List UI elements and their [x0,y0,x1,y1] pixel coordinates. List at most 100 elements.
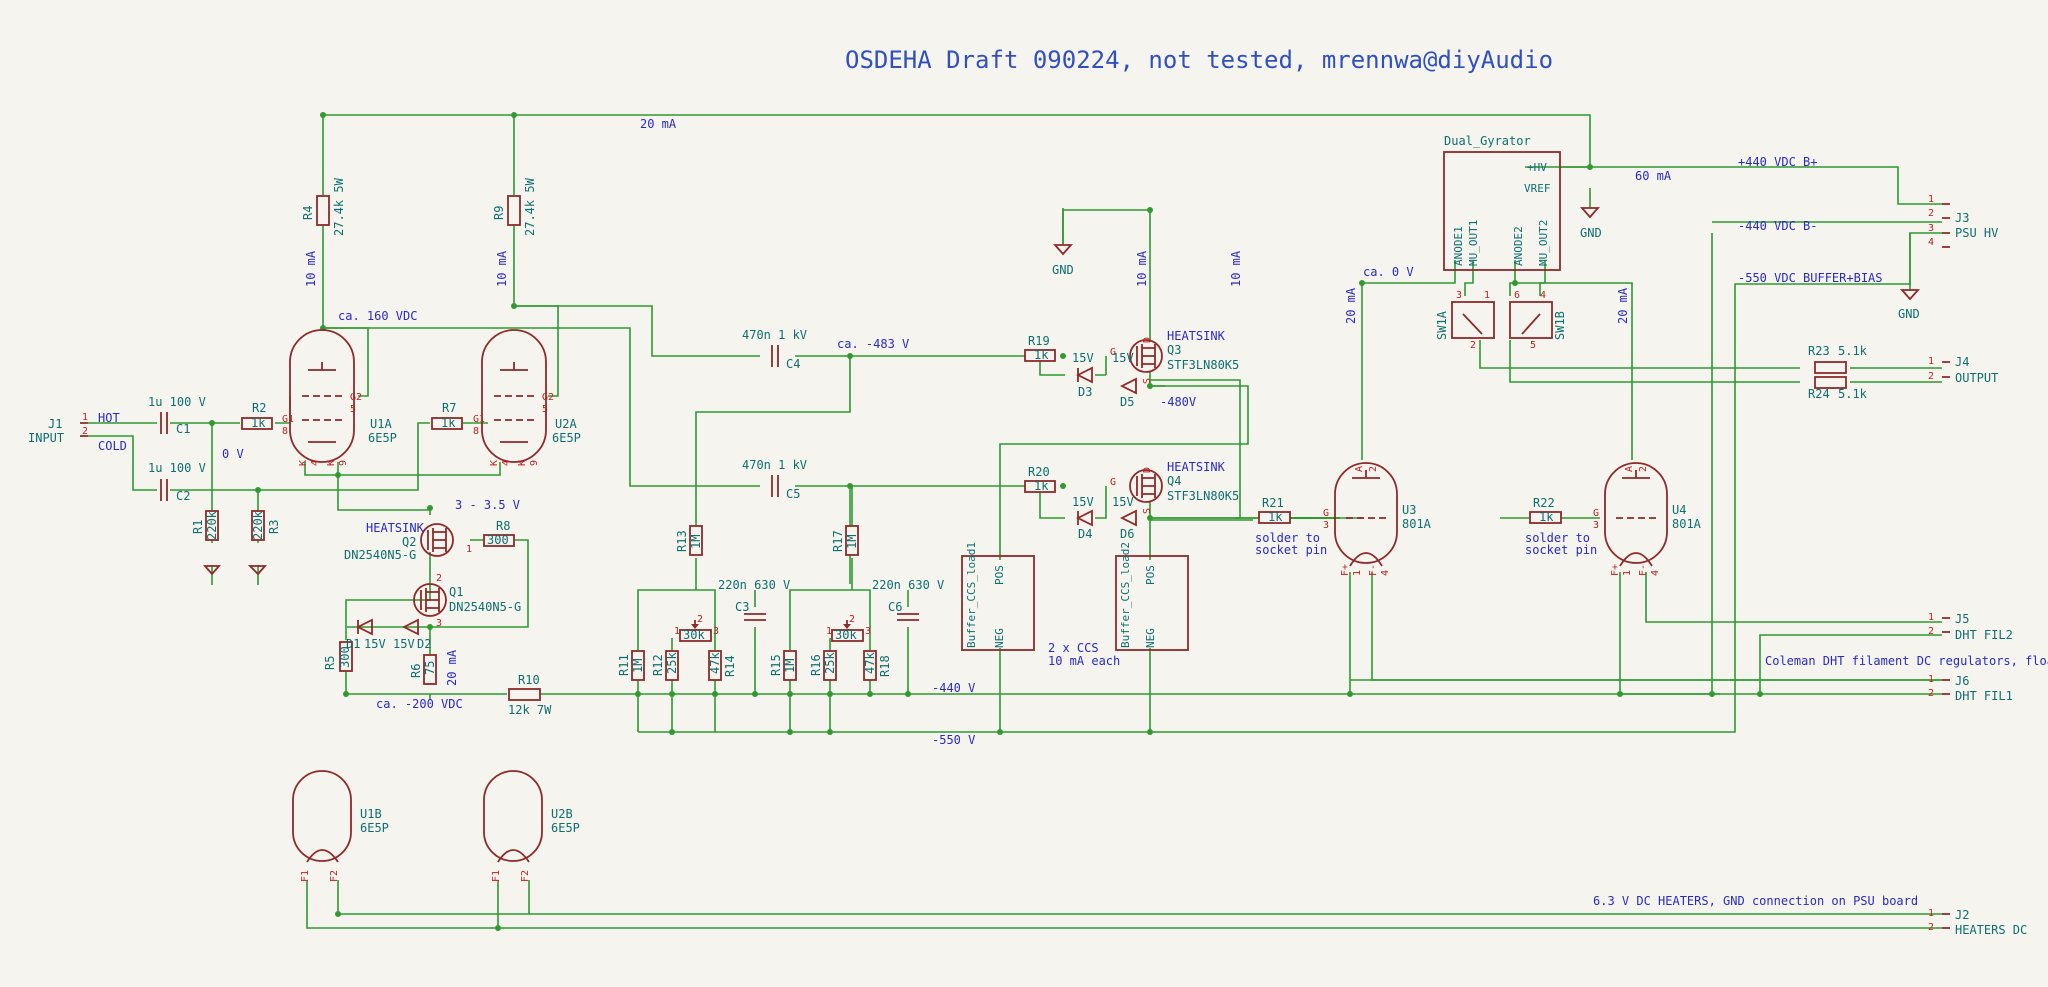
svg-text:J4: J4 [1955,355,1969,369]
svg-text:U1B: U1B [360,807,382,821]
resistor-r7: R7 1k [431,401,463,430]
svg-text:6E5P: 6E5P [552,431,581,445]
gnd-label-2: GND [1580,226,1602,240]
svg-text:R22: R22 [1533,496,1555,510]
note-ccs-1: 2 x CCS [1048,641,1099,655]
net-10ma-r9: 10 mA [495,250,509,287]
svg-text:DHT FIL1: DHT FIL1 [1955,689,2013,703]
svg-text:DN2540N5-G: DN2540N5-G [449,600,521,614]
svg-text:4: 4 [310,460,321,466]
svg-text:G: G [1323,508,1329,519]
svg-text:R13: R13 [675,530,689,552]
zener-d6: 15V D6 [1112,495,1137,541]
svg-text:DHT FIL2: DHT FIL2 [1955,628,2013,642]
svg-text:9: 9 [338,460,349,466]
net-10ma-right: 10 mA [1229,250,1243,287]
svg-text:4: 4 [1380,570,1391,576]
net-10ma-q3: 10 mA [1135,250,1149,287]
note-solder-r21-b: socket pin [1255,543,1327,557]
zener-d2: 15V D2 [393,618,431,651]
svg-text:R14: R14 [723,655,737,677]
trimpot-rv2: 30k 1 2 3 [826,614,871,642]
svg-text:1k: 1k [1034,348,1049,362]
svg-text:F+: F+ [1340,564,1351,576]
ground-symbols: GND GND GND [203,207,1921,576]
svg-text:12k 7W: 12k 7W [508,703,552,717]
note-ccs-2: 10 mA each [1048,654,1120,668]
svg-text:25k: 25k [823,652,837,674]
resistor-r3: 220k R3 [251,510,281,541]
svg-text:F1: F1 [491,870,502,882]
svg-text:STF3LN80K5: STF3LN80K5 [1167,358,1239,372]
svg-text:2: 2 [1928,208,1934,219]
svg-text:1: 1 [1352,570,1363,576]
net-3v: 3 - 3.5 V [455,498,520,512]
svg-text:R17: R17 [831,530,845,552]
svg-text:2: 2 [1928,626,1934,637]
svg-text:Q1: Q1 [449,585,463,599]
svg-text:ANODE2: ANODE2 [1512,226,1525,266]
resistor-r4: R4 27.4k 5W [301,177,346,236]
svg-text:C1: C1 [176,422,190,436]
svg-text:1M: 1M [845,535,859,549]
svg-text:G2: G2 [542,392,554,403]
net-60ma: 60 mA [1635,169,1672,183]
svg-text:C4: C4 [786,357,800,371]
resistor-r12: R12 25k [651,650,679,681]
net-buffer-bias: -550 VDC BUFFER+BIAS [1738,271,1883,285]
svg-text:DN2540N5-G: DN2540N5-G [344,548,416,562]
svg-text:R4: R4 [301,206,315,220]
svg-text:OUTPUT: OUTPUT [1955,371,1998,385]
connector-j5: J5 DHT FIL2 1 2 [1928,612,2013,642]
svg-text:G: G [1110,477,1116,488]
tube-u4: U4 801A G 3 A 2 F+ 1 F- 4 [1593,462,1702,576]
svg-text:1: 1 [1928,612,1934,623]
svg-text:8: 8 [282,426,288,437]
svg-text:S: S [1142,508,1153,514]
svg-text:R9: R9 [492,206,506,220]
resistor-r14: 47k R14 [708,650,737,681]
svg-text:220n 630 V: 220n 630 V [872,578,944,592]
svg-text:27.4k 5W: 27.4k 5W [332,177,346,236]
svg-text:8: 8 [473,426,479,437]
svg-text:3: 3 [1323,520,1329,531]
svg-text:D5: D5 [1120,395,1134,409]
connector-j6: J6 DHT FIL1 1 2 [1928,674,2013,703]
resistor-r9: R9 27.4k 5W [492,177,537,236]
svg-text:NEG: NEG [993,628,1006,648]
net-550v: -550 V [932,733,975,747]
module-buffer-ccs-load1: Buffer_CCS_load1 POS NEG [961,542,1035,651]
resistor-r17: R17 1M [831,525,859,556]
resistor-r2: R2 1k [241,401,273,430]
svg-text:R8: R8 [496,519,510,533]
svg-text:5: 5 [542,404,548,415]
svg-text:POS: POS [1144,565,1157,585]
svg-text:220k: 220k [205,510,219,540]
svg-text:Dual_Gyrator: Dual_Gyrator [1444,134,1531,148]
svg-text:6: 6 [1514,290,1520,301]
svg-text:F2: F2 [520,870,531,882]
resistor-r20: R20 1k [1024,465,1056,493]
svg-text:2: 2 [1928,371,1934,382]
svg-text:K: K [298,460,309,466]
svg-text:R21: R21 [1262,496,1284,510]
resistor-r11: R11 1M [617,650,645,681]
svg-text:D6: D6 [1120,527,1134,541]
svg-text:30k: 30k [683,628,705,642]
resistor-r22: R22 1k [1529,496,1562,524]
svg-text:U3: U3 [1402,503,1416,517]
net-160vdc: ca. 160 VDC [338,309,417,323]
net-200vdc: ca. -200 VDC [376,697,463,711]
svg-text:1M: 1M [689,535,703,549]
svg-text:U4: U4 [1672,503,1686,517]
svg-text:R6: R6 [409,664,423,678]
svg-text:R1: R1 [191,520,205,534]
svg-text:G1: G1 [473,414,485,425]
svg-text:1: 1 [1622,570,1633,576]
svg-text:F-: F- [1638,564,1649,576]
svg-text:470n 1 kV: 470n 1 kV [742,458,807,472]
svg-text:1k: 1k [441,416,456,430]
svg-text:INPUT: INPUT [28,431,64,445]
svg-text:D3: D3 [1078,385,1092,399]
svg-text:6E5P: 6E5P [551,821,580,835]
